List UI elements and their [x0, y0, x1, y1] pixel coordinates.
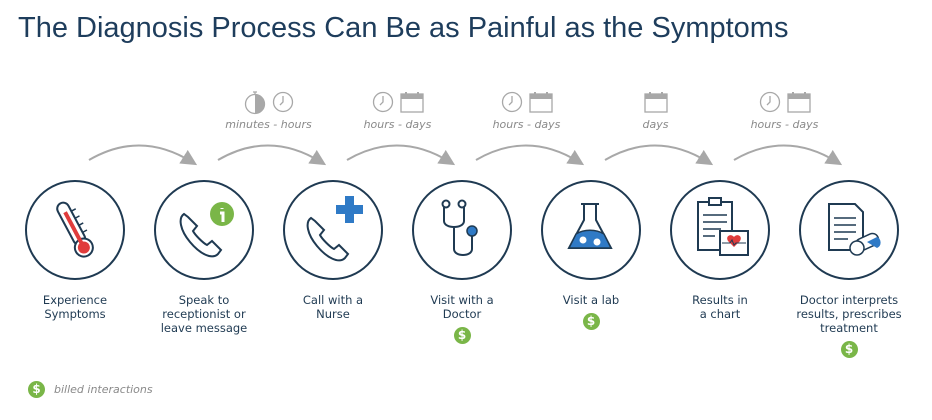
medical-chart-icon	[697, 197, 749, 256]
lab-flask-icon	[567, 203, 613, 249]
dollar-icon: $	[28, 381, 45, 398]
stopwatch-icon	[244, 91, 266, 115]
billed-dollar-icon: $	[453, 327, 471, 344]
clock-icon	[501, 91, 523, 115]
prescription-pill-icon	[828, 203, 881, 256]
duration-text: minutes - hours	[225, 118, 312, 131]
flow-arrow	[604, 144, 714, 166]
duration-text: hours - days	[750, 118, 819, 131]
clock-icon	[272, 91, 294, 115]
duration-text: hours - days	[492, 118, 561, 131]
flow-arrow	[733, 144, 843, 166]
duration-indicator: hours - days	[467, 91, 587, 132]
flow-arrow	[346, 144, 456, 166]
step-circle-5	[541, 180, 641, 280]
step-label-line: receptionist or	[162, 307, 246, 321]
step-label-line: Experience	[42, 293, 108, 307]
calendar-icon	[528, 91, 553, 115]
step-label-line: Visit with a	[430, 293, 494, 307]
step-label-line: Symptoms	[44, 307, 106, 321]
duration-indicator: hours - days	[725, 91, 845, 132]
calendar-icon	[399, 91, 424, 115]
legend-text: billed interactions	[54, 383, 153, 396]
phone-medical-cross-icon	[306, 196, 363, 262]
step-circle-3	[283, 180, 383, 280]
step-label-line: treatment	[820, 321, 878, 335]
step-label-line: Doctor	[442, 307, 482, 321]
calendar-icon	[643, 91, 668, 115]
step-circle-4	[412, 180, 512, 280]
step-label-line: a chart	[699, 307, 741, 321]
duration-indicator: hours - days	[338, 91, 458, 132]
flow-arrow	[475, 144, 585, 166]
step-label-line: Results in	[692, 293, 748, 307]
clock-icon	[372, 91, 394, 115]
phone-info-icon	[179, 202, 234, 258]
flow-arrow	[88, 144, 198, 166]
step-label: Visit a lab $	[528, 293, 654, 330]
page-title: The Diagnosis Process Can Be as Painful …	[18, 12, 789, 44]
thermometer-icon	[56, 201, 94, 258]
step-label-line: leave message	[160, 321, 248, 335]
step-label-line: results, prescribes	[796, 307, 902, 321]
clock-icon	[759, 91, 781, 115]
step-circle-7	[799, 180, 899, 280]
step-label-line: Nurse	[316, 307, 350, 321]
billed-dollar-icon: $	[840, 341, 858, 358]
duration-indicator: minutes - hours	[209, 91, 329, 132]
step-label-line: Doctor interprets	[799, 293, 899, 307]
flow-arrow	[217, 144, 327, 166]
duration-indicator: days	[596, 91, 716, 132]
duration-text: days	[642, 118, 669, 131]
step-label-line: Call with a	[302, 293, 364, 307]
stethoscope-icon	[441, 199, 478, 256]
calendar-icon	[786, 91, 811, 115]
step-circle-2	[154, 180, 254, 280]
step-label-line: Visit a lab	[562, 293, 620, 307]
billed-dollar-icon: $	[582, 313, 600, 330]
step-circle-1	[25, 180, 125, 280]
duration-text: hours - days	[363, 118, 432, 131]
step-circle-6	[670, 180, 770, 280]
step-label-line: Speak to	[178, 293, 230, 307]
